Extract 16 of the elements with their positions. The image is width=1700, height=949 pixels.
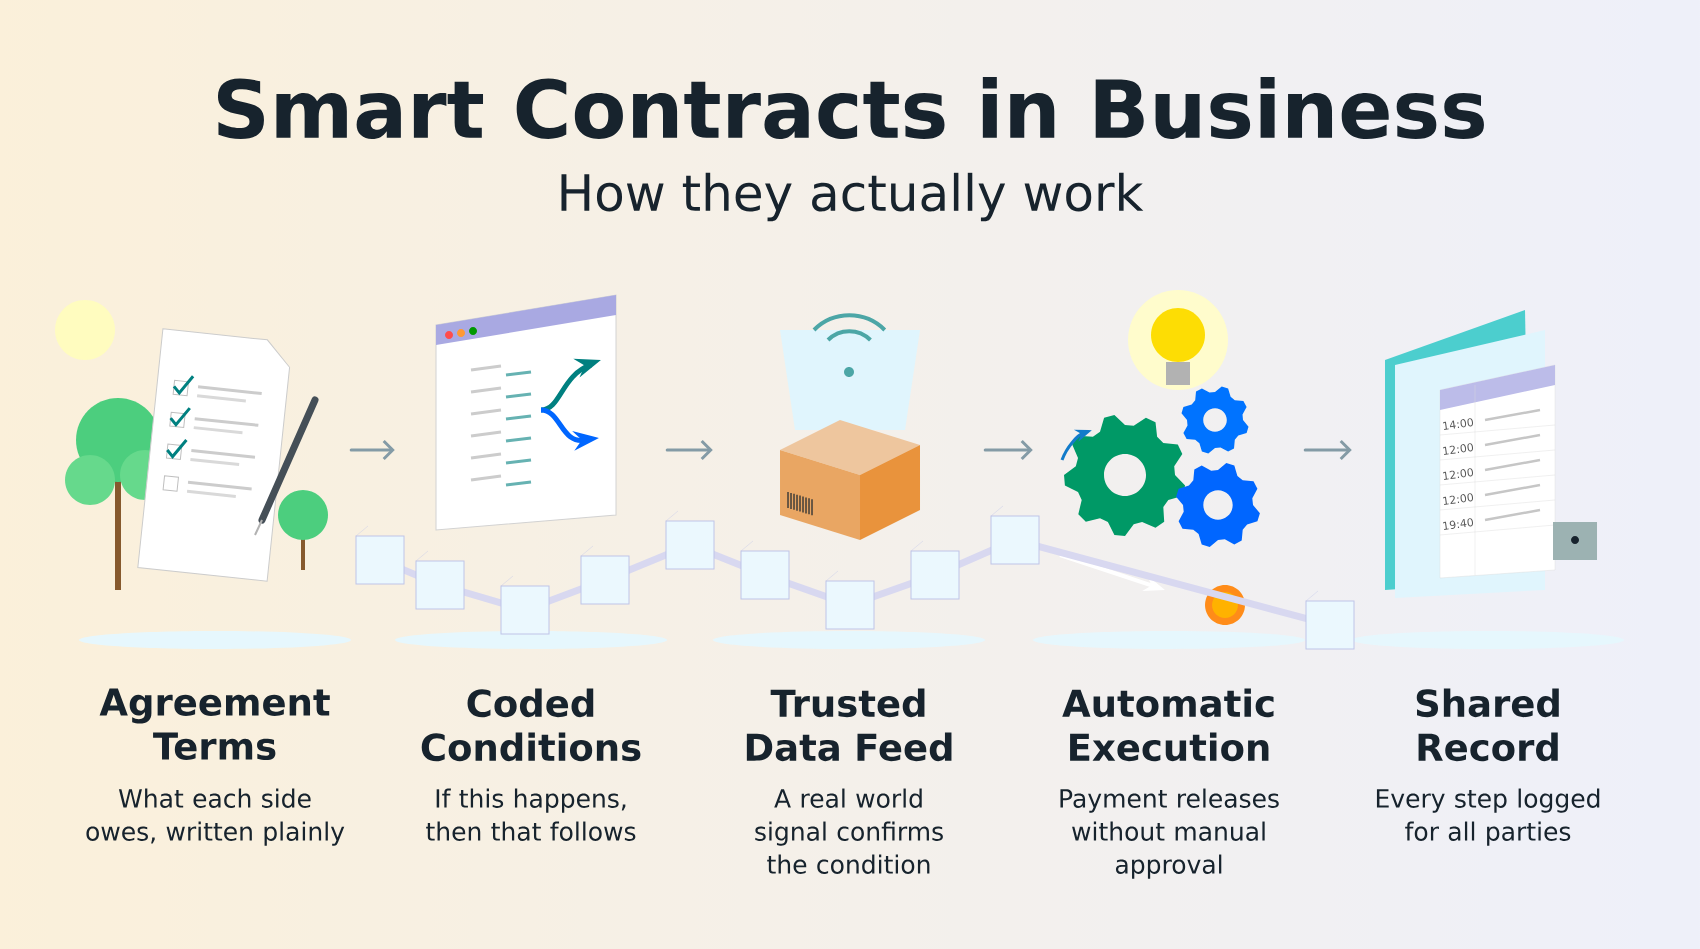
title: Smart Contracts in Business	[217, 77, 1484, 139]
arrow	[1303, 439, 1352, 461]
step-heading: Agreement Terms	[99, 688, 330, 760]
step-description: What each side owes, written plainly	[86, 788, 345, 846]
subtitle: How they actually work	[561, 172, 1144, 222]
step-description: Every step logged for all parties	[1376, 788, 1600, 846]
arrow	[665, 439, 713, 461]
step-heading: Trusted Data Feed	[746, 688, 952, 762]
step-description: Payment releases without manual approval	[1060, 788, 1279, 879]
step-description: If this happens, then that follows	[426, 788, 636, 841]
arrow	[983, 439, 1033, 461]
step-heading: Shared Record	[1416, 688, 1559, 762]
arrow	[349, 439, 395, 461]
step-description: A real world signal confirms the condition	[755, 788, 943, 874]
step-heading: Coded Conditions	[421, 688, 641, 762]
step-heading: Automatic Execution	[1062, 688, 1274, 762]
